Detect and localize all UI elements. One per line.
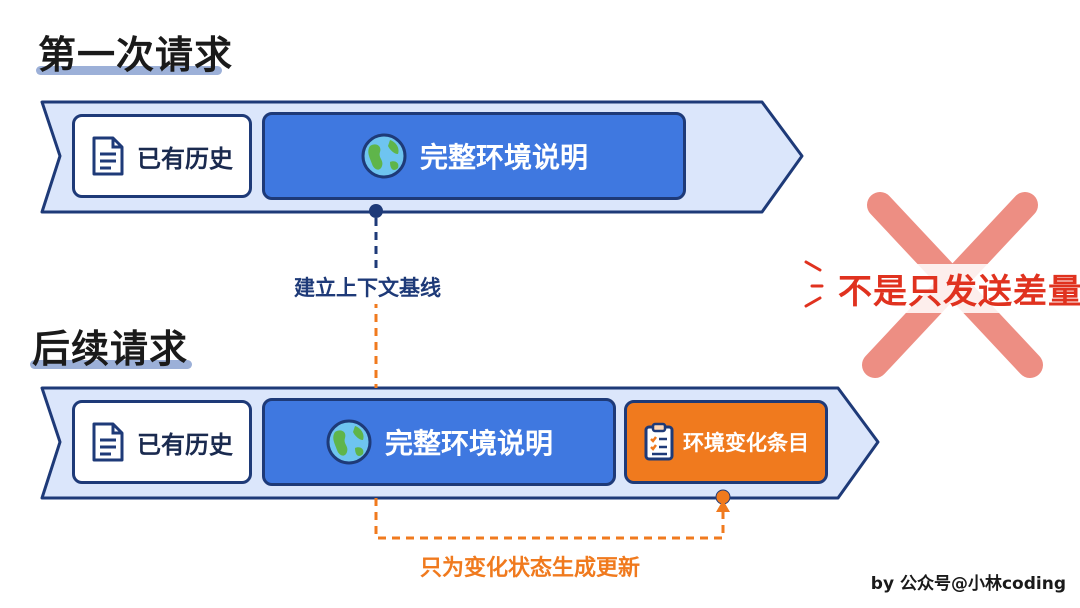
later-history-box: 已有历史 (72, 400, 252, 484)
baseline-annotation: 建立上下文基线 (290, 270, 445, 304)
later-change-box: 环境变化条目 (624, 400, 828, 484)
later-title-underline (30, 360, 192, 369)
document-icon (91, 135, 125, 177)
later-history-label: 已有历史 (137, 430, 233, 459)
clipboard-checklist-icon (643, 422, 675, 462)
change-arrowhead (716, 500, 730, 512)
first-request-title: 第一次请求 (38, 33, 234, 77)
first-history-label: 已有历史 (137, 144, 233, 173)
later-change-label: 环境变化条目 (683, 431, 809, 455)
baseline-dot (369, 204, 383, 218)
document-icon (91, 421, 125, 463)
first-env-label: 完整环境说明 (419, 141, 588, 174)
change-only-annotation: 只为变化状态生成更新 (420, 556, 641, 581)
first-history-box: 已有历史 (72, 114, 252, 198)
later-env-box: 完整环境说明 (262, 398, 616, 486)
globe-icon (360, 132, 408, 180)
change-dashed-path (374, 498, 725, 540)
globe-icon (325, 418, 373, 466)
first-title-underline (36, 66, 222, 75)
author-credit: by 公众号@小林coding (870, 574, 1066, 594)
later-request-title: 后续请求 (32, 327, 189, 371)
later-env-label: 完整环境说明 (384, 427, 553, 460)
not-diff-annotation: 不是只发送差量 (832, 264, 1080, 313)
first-env-box: 完整环境说明 (262, 112, 686, 200)
